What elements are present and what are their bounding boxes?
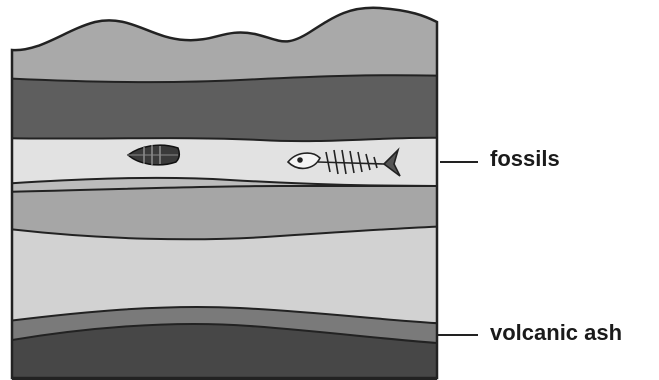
volcanic-ash-label: volcanic ash: [490, 322, 622, 344]
fossils-label: fossils: [490, 148, 560, 170]
